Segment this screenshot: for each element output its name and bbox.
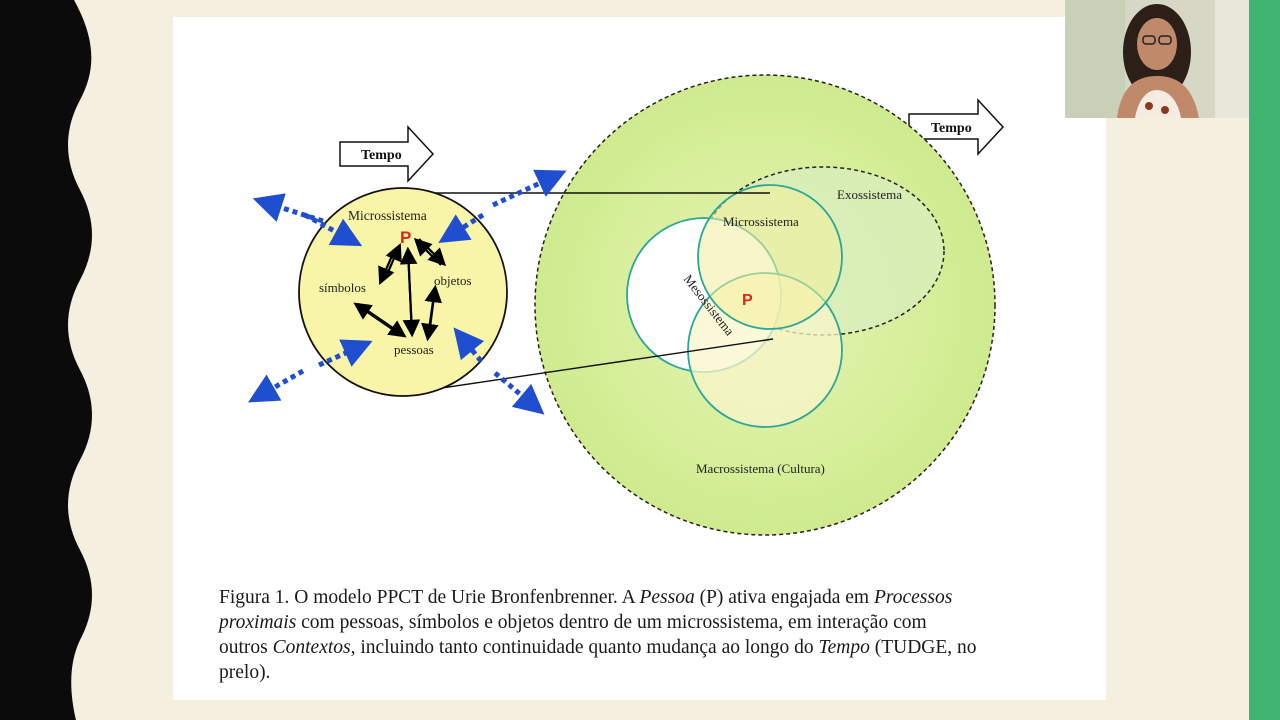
macrosystem-label: Macrossistema (Cultura)	[696, 461, 825, 476]
small-person-label: P	[400, 228, 411, 247]
big-person-label: P	[742, 292, 753, 309]
micro-circle-top	[697, 184, 843, 330]
presenter-video-frame	[1065, 0, 1249, 118]
caption-italic: Tempo	[818, 637, 870, 658]
caption-text: com pessoas, símbolos e objetos dentro d…	[296, 612, 927, 633]
blue-arrow-out-bottom-left	[247, 368, 305, 403]
caption-italic: Contextos	[272, 637, 351, 658]
caption-text: (TUDGE, no	[869, 637, 977, 658]
small-micro-title: Microssistema	[348, 208, 427, 223]
caption-text: outros	[219, 637, 273, 658]
tempo-arrow-left: Tempo	[339, 125, 435, 183]
blue-arrow-in-top-right	[438, 212, 485, 243]
slide-content: Tempo Tempo	[173, 17, 1106, 700]
slide-left-border	[0, 0, 92, 720]
caption-text: Figura 1. O modelo PPCT de Urie Bronfenb…	[219, 587, 640, 608]
connector-bottom	[407, 338, 774, 394]
people-label: pessoas	[394, 342, 434, 357]
caption-italic: proximais	[219, 612, 297, 633]
blue-dashed-arrows	[247, 169, 567, 415]
big-micro-label: Microssistema	[723, 214, 799, 229]
process-arrows	[353, 237, 447, 342]
caption-text: prelo).	[219, 662, 271, 683]
blue-arrow-in-bottom-right	[453, 327, 485, 363]
blue-arrow-up-right	[491, 169, 567, 208]
presenter-face	[1137, 18, 1177, 70]
blue-arrow-in-bottom-left	[317, 339, 373, 368]
symbols-label: símbolos	[319, 280, 366, 295]
objects-label: objetos	[434, 273, 472, 288]
exosystem-label: Exossistema	[837, 187, 902, 202]
tempo-label-left: Tempo	[361, 148, 402, 163]
caption-text: (P) ativa engajada em	[694, 587, 874, 608]
presenter-webcam	[1065, 0, 1249, 118]
caption-italic: Pessoa	[639, 587, 695, 608]
figure-caption: Figura 1. O modelo PPCT de Urie Bronfenb…	[219, 585, 1099, 685]
caption-text: , incluindo tanto continuidade quanto mu…	[350, 637, 819, 658]
black-wavy-border	[0, 0, 92, 720]
right-green-stripe	[1249, 0, 1280, 720]
caption-italic: Processos	[873, 587, 953, 608]
tempo-label-right: Tempo	[931, 121, 972, 136]
ppct-diagram: Tempo Tempo	[247, 74, 1005, 536]
